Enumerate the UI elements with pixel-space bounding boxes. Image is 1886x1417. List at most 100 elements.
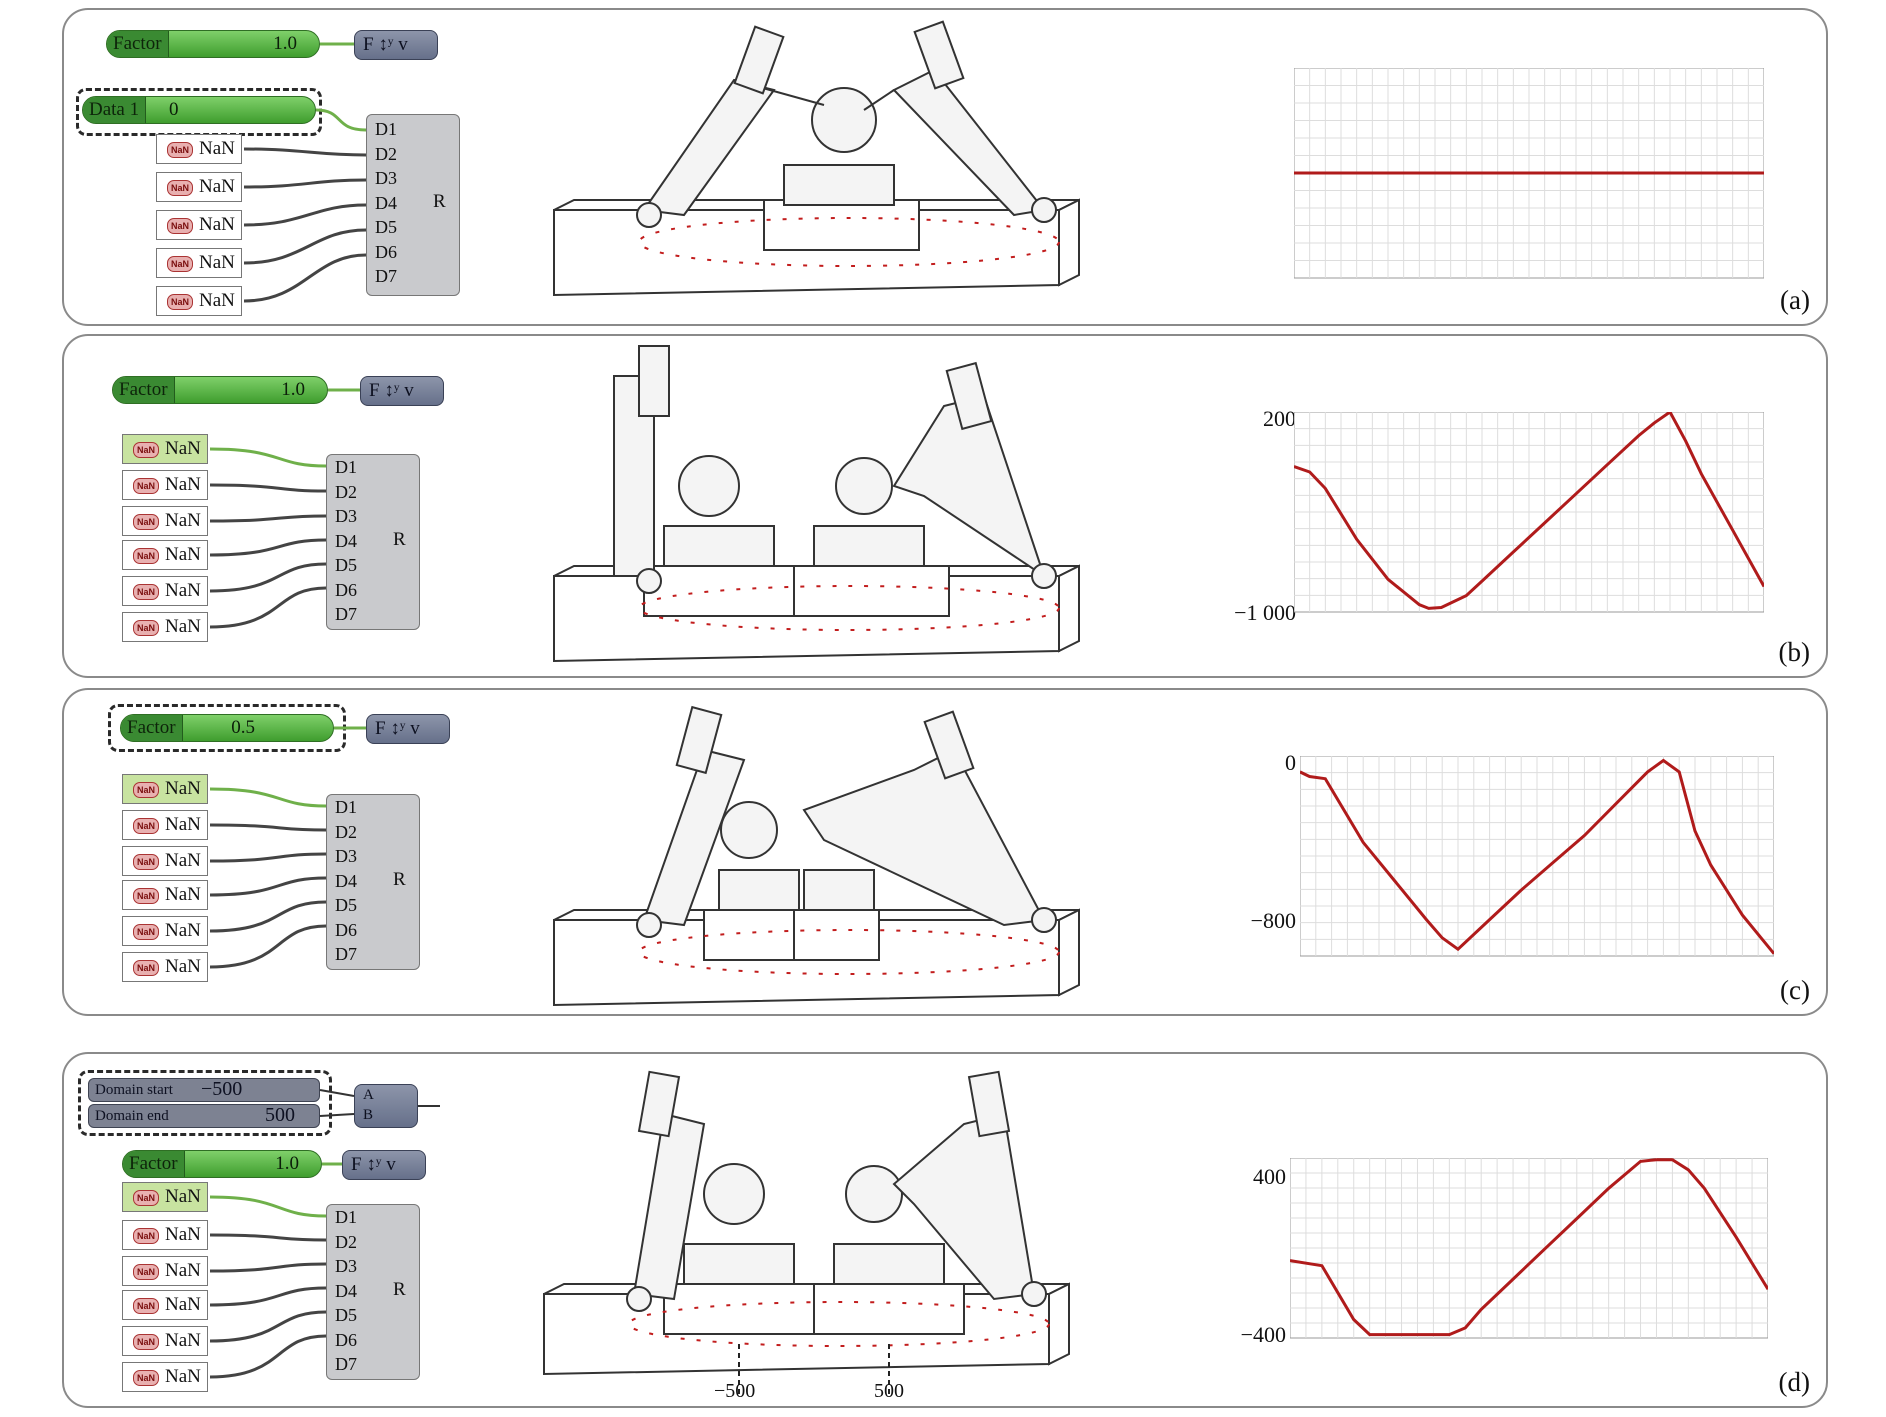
input-d7[interactable]: D7 [375,266,397,286]
output-r[interactable]: R [393,529,406,550]
factor-slider[interactable]: Factor 1.0 [112,376,328,404]
fy-component[interactable]: F ↕ʸ v [360,376,444,406]
input-d1[interactable]: D1 [335,457,357,477]
nan-icon: NaN [167,294,193,310]
nan-text: NaN [165,1224,201,1245]
merge-inputs: D1 D2 D3 D4 D5 D6 D7 [335,795,357,967]
fy-label: F [369,380,380,401]
nan-icon: NaN [133,584,159,600]
input-d3[interactable]: D3 [335,846,357,866]
output-r[interactable]: R [433,191,446,212]
merge-component[interactable]: D1 D2 D3 D4 D5 D6 D7 R [326,454,420,630]
nan-text: NaN [165,438,201,459]
input-d4[interactable]: D4 [335,870,357,891]
input-d5[interactable]: D5 [335,555,357,575]
fy-component[interactable]: F ↕ʸ v [366,714,450,744]
fy-component[interactable]: F ↕ʸ v [354,30,438,60]
input-d4[interactable]: D4 [335,530,357,551]
nan-text: NaN [165,778,201,799]
nan-text: NaN [165,850,201,871]
merge-inputs: D1 D2 D3 D4 D5 D6 D7 [335,1205,357,1377]
merge-component[interactable]: D1 D2 D3 D4 D5 D6 D7 R [326,794,420,970]
input-d1[interactable]: D1 [335,1207,357,1227]
input-d7[interactable]: D7 [335,944,357,964]
domain-end-slider[interactable]: Domain end 500 [88,1104,320,1128]
input-d6[interactable]: D6 [335,1329,357,1350]
robot-scene [553,705,1080,1007]
data1-value: 0 [169,99,179,120]
input-d2[interactable]: D2 [335,1231,357,1252]
robot-scene [553,345,1080,663]
input-d4[interactable]: D4 [375,192,397,213]
input-d5[interactable]: D5 [335,895,357,915]
merge-component[interactable]: D1 D2 D3 D4 D5 D6 D7 R [366,114,460,296]
input-d5[interactable]: D5 [375,217,397,237]
merge-component[interactable]: D1 D2 D3 D4 D5 D6 D7 R [326,1204,420,1380]
dimension-left: −500 [714,1380,756,1402]
input-d6[interactable]: D6 [335,919,357,940]
input-d3[interactable]: D3 [335,506,357,526]
factor-label: Factor [113,377,175,403]
domain-end-value: 500 [265,1104,295,1126]
domain-start-slider[interactable]: Domain start −500 [88,1078,320,1102]
input-d3[interactable]: D3 [335,1256,357,1276]
input-d7[interactable]: D7 [335,604,357,624]
chart-d [1289,1157,1770,1365]
nan-text: NaN [165,956,201,977]
output-r[interactable]: R [393,869,406,890]
input-d1[interactable]: D1 [335,797,357,817]
nan-icon: NaN [133,888,159,904]
nan-icon: NaN [133,1264,159,1280]
factor-slider[interactable]: Factor 1.0 [106,30,320,58]
nan-text: NaN [165,1330,201,1351]
fy-component[interactable]: F ↕ʸ v [342,1150,426,1180]
robot-scene [553,20,1080,297]
input-d2[interactable]: D2 [375,143,397,164]
nan-icon: NaN [133,818,159,834]
input-d1[interactable]: D1 [375,119,397,139]
input-d6[interactable]: D6 [335,579,357,600]
wires [209,1089,440,1379]
factor-slider[interactable]: Factor 1.0 [122,1150,322,1178]
input-d3[interactable]: D3 [375,168,397,188]
output-r[interactable]: R [393,1279,406,1300]
input-d7[interactable]: D7 [335,1354,357,1374]
input-d5[interactable]: D5 [335,1305,357,1325]
input-d4[interactable]: D4 [335,1280,357,1301]
factor-slider[interactable]: Factor 0.5 [120,714,334,742]
nan-icon: NaN [133,1370,159,1386]
input-d6[interactable]: D6 [375,241,397,262]
input-d2[interactable]: D2 [335,821,357,842]
chart-grid [1299,755,1775,957]
chart-grid [1289,1157,1769,1339]
nan-text: NaN [165,474,201,495]
chart-b-svg [1293,409,1766,613]
data1-slider[interactable]: Data 1 0 [82,96,316,124]
input-d2[interactable]: D2 [335,481,357,502]
